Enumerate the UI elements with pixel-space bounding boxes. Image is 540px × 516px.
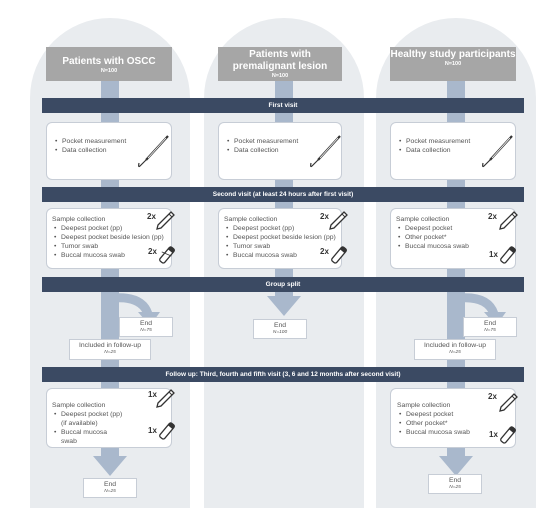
column-header-healthy: Healthy study participants N=100 (390, 47, 516, 81)
band-group-split: Group split (42, 277, 524, 292)
flow-arrow-head (439, 456, 473, 476)
flow-arrow-head (267, 296, 301, 316)
second-visit-card: Sample collection Deepest pocket (pp) De… (46, 208, 172, 269)
multiplier-label: 2x (488, 392, 497, 401)
band-first-visit: First visit (42, 98, 524, 113)
swab-tube-icon (159, 246, 176, 264)
swab-tube-icon (159, 422, 176, 440)
multiplier-label: 2x (147, 212, 156, 221)
column-header-premalignant: Patients with premalignant lesion N=100 (218, 47, 342, 81)
pencil-icon (329, 211, 348, 230)
multiplier-label: 1x (489, 430, 498, 439)
multiplier-label: 2x (320, 247, 329, 256)
periodontal-probe-icon (310, 135, 341, 168)
pencil-icon (499, 211, 518, 230)
column-header-oscc: Patients with OSCC N=100 (46, 47, 172, 81)
multiplier-label: 2x (320, 212, 329, 221)
periodontal-probe-icon (138, 135, 169, 168)
periodontal-probe-icon (482, 135, 513, 168)
multiplier-label: 2x (148, 247, 157, 256)
flow-arrow-head (93, 456, 127, 476)
first-visit-card: Pocket measurementData collection (218, 122, 342, 180)
first-visit-card: Pocket measurementData collection (46, 122, 172, 180)
follow-up-card: Sample collection Deepest pocket (pp) (i… (46, 388, 172, 448)
multiplier-label: 1x (148, 390, 157, 399)
band-second-visit: Second visit (at least 24 hours after fi… (42, 187, 524, 202)
follow-up-card: Sample collection Deepest pocket Other p… (390, 388, 516, 448)
pencil-icon (156, 389, 175, 408)
multiplier-label: 1x (489, 250, 498, 259)
second-visit-card: Sample collection Deepest pocket Other p… (390, 208, 516, 269)
first-visit-card: Pocket measurementData collection (390, 122, 516, 180)
multiplier-label: 2x (488, 212, 497, 221)
swab-tube-icon (500, 246, 517, 264)
swab-tube-icon (331, 246, 348, 264)
band-follow-up: Follow up: Third, fourth and fifth visit… (42, 367, 524, 382)
swab-tube-icon (500, 426, 517, 444)
pencil-icon (499, 393, 518, 412)
pencil-icon (156, 211, 175, 230)
multiplier-label: 1x (148, 426, 157, 435)
second-visit-card: Sample collection Deepest pocket (pp) De… (218, 208, 342, 269)
